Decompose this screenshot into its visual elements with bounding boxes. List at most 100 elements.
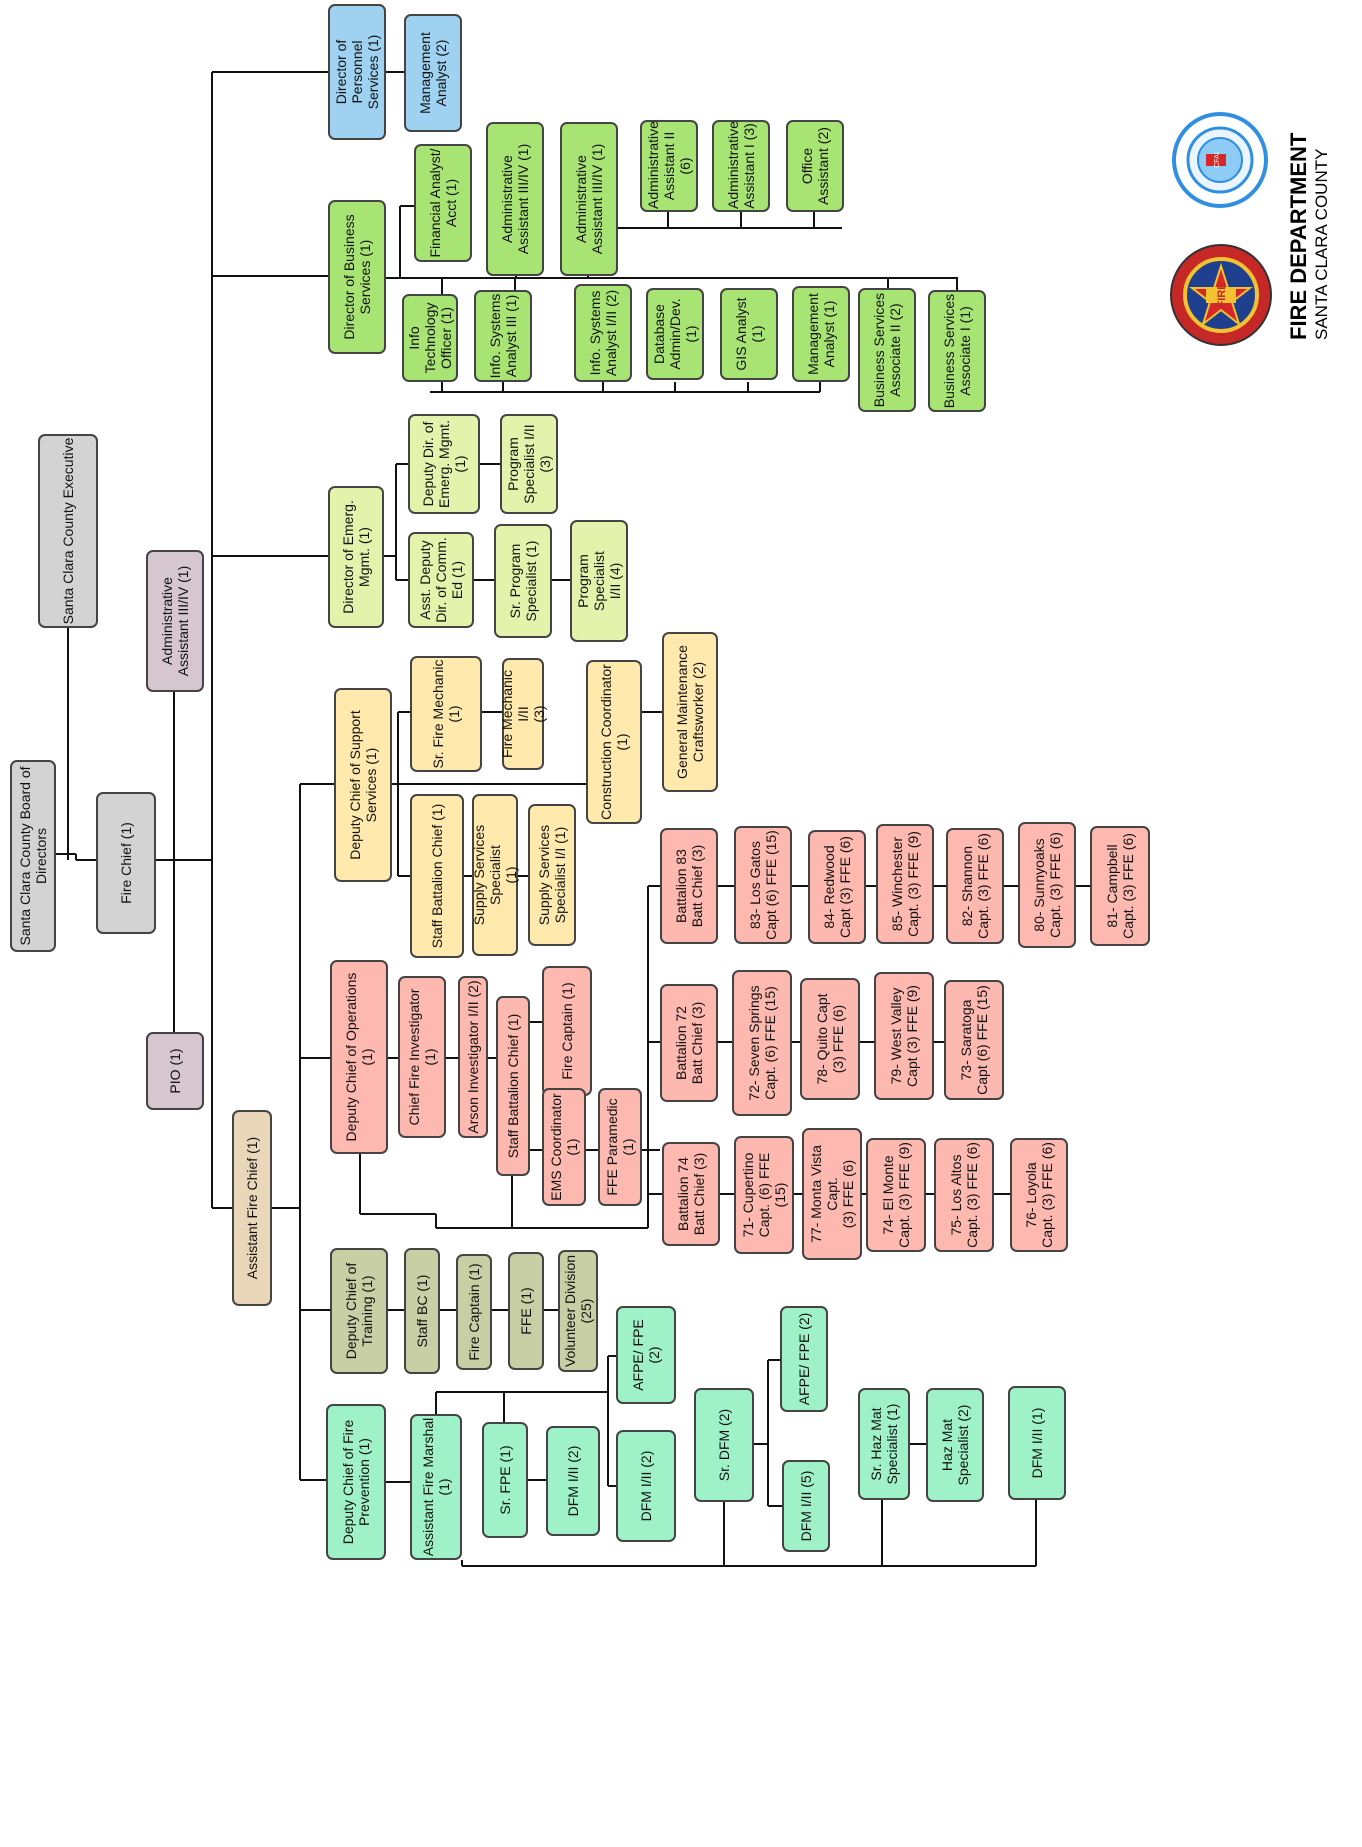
org-box-fcap: Fire Captain (1) xyxy=(542,966,592,1096)
org-box-label: PIO (1) xyxy=(167,1048,183,1094)
page-title: FIRE DEPARTMENT xyxy=(1286,132,1311,340)
org-box-afpe2: AFPE/ FPE (2) xyxy=(780,1306,828,1412)
org-box-label: 79- West Valley Capt (3) FFE (9) xyxy=(888,985,920,1087)
org-box-label: Info Technology Officer (1) xyxy=(406,302,454,374)
org-box-dfm1: DFM I/II (1) xyxy=(1008,1386,1066,1500)
org-box-s84: 84- Redwood Capt (3) FFE (6) xyxy=(808,830,866,944)
org-box-bsa2: Business Services Associate II (2) xyxy=(858,288,916,412)
org-box-label: DFM I/II (2) xyxy=(638,1450,654,1522)
org-box-ems: EMS Coordinator (1) xyxy=(542,1088,586,1206)
org-box-srps: Sr. Program Specialist (1) xyxy=(494,524,552,638)
org-box-label: 71- Cupertino Capt. (6) FFE (15) xyxy=(740,1152,788,1238)
org-box-label: Fire Captain (1) xyxy=(559,982,575,1080)
org-box-label: 74- El Monte Capt. (3) FFE (9) xyxy=(880,1142,912,1248)
org-box-label: Database Admin/Dev. (1) xyxy=(651,298,699,370)
org-box-label: DFM I/II (5) xyxy=(798,1470,814,1542)
org-box-label: 73- Saratoga Capt (6) FFE (15) xyxy=(958,985,990,1095)
org-box-dfm12a: DFM I/II (2) xyxy=(546,1426,600,1536)
org-box-label: Administrative Assistant II (6) xyxy=(645,121,693,209)
org-box-label: Deputy Chief of Fire Prevention (1) xyxy=(340,1419,372,1545)
org-box-s85: 85- Winchester Capt. (3) FFE (9) xyxy=(876,824,934,944)
org-box-label: Fire Captain (1) xyxy=(466,1263,482,1361)
org-box-sbc-t: Staff BC (1) xyxy=(404,1248,440,1374)
org-box-cc: Construction Coordinator (1) xyxy=(586,660,642,824)
org-box-label: 82- Shannon Capt. (3) FFE (6) xyxy=(959,833,991,939)
org-box-chief: Fire Chief (1) xyxy=(96,792,156,934)
org-box-dfm12b: DFM I/II (2) xyxy=(616,1430,676,1542)
org-box-ma-b: Management Analyst (1) xyxy=(792,286,850,382)
org-box-isa12: Info. Systems Analyst I/II (2) xyxy=(574,284,632,382)
logos: CFAI FIRE xyxy=(1160,100,1360,400)
org-box-srfm: Sr. Fire Mechanic (1) xyxy=(410,656,482,772)
org-box-label: General Maintenance Craftsworker (2) xyxy=(674,645,706,779)
org-box-label: Director of Business Services (1) xyxy=(341,214,373,340)
org-box-b83: Battalion 83 Batt Chief (3) xyxy=(660,828,718,944)
org-box-fcap-t: Fire Captain (1) xyxy=(456,1254,492,1370)
org-box-b72: Battalion 72 Batt Chief (3) xyxy=(660,984,718,1102)
org-box-dbs: Director of Business Services (1) xyxy=(328,200,386,354)
org-box-label: Construction Coordinator (1) xyxy=(598,664,630,820)
org-box-fm: Fire Mechanic I/II (3) xyxy=(499,658,547,770)
org-box-s75: 75- Los Altos Capt. (3) FFE (6) xyxy=(934,1138,994,1252)
org-box-label: Director of Emerg. Mgmt. (1) xyxy=(340,500,372,614)
org-box-aa2: Administrative Assistant II (6) xyxy=(640,120,698,212)
org-box-oa: Office Assistant (2) xyxy=(786,120,844,212)
org-box-srdfm: Sr. DFM (2) xyxy=(694,1388,754,1502)
org-box-label: Sr. Haz Mat Specialist (1) xyxy=(868,1403,900,1485)
seal-center-text: FIRE xyxy=(1216,282,1228,307)
org-box-s77: 77- Monta Vista Capt. (3) FFE (6) xyxy=(802,1128,862,1260)
org-box-label: Sr. DFM (2) xyxy=(716,1408,732,1482)
org-box-isa3: Info. Systems Analyst III (1) xyxy=(474,290,532,382)
org-box-dfm5: DFM I/II (5) xyxy=(782,1460,830,1552)
org-box-pio: PIO (1) xyxy=(146,1032,204,1110)
org-box-label: FFE (1) xyxy=(518,1287,534,1335)
org-box-ffe-t: FFE (1) xyxy=(508,1252,544,1370)
org-box-afc: Assistant Fire Chief (1) xyxy=(232,1110,272,1306)
org-box-dct: Deputy Chief of Training (1) xyxy=(330,1248,388,1374)
org-box-label: Battalion 72 Batt Chief (3) xyxy=(673,1001,705,1085)
org-box-label: DFM I/II (2) xyxy=(565,1445,581,1517)
org-box-cfi: Chief Fire Investigator (1) xyxy=(398,976,446,1138)
org-box-exec: Santa Clara County Executive xyxy=(38,434,98,628)
org-box-ps13: Program Specialist I/II (3) xyxy=(500,414,558,514)
org-box-label: Financial Analyst/ Acct (1) xyxy=(427,148,459,258)
org-box-label: 78- Quito Capt (3) FFE (6) xyxy=(814,993,846,1085)
org-box-label: GIS Analyst (1) xyxy=(733,297,765,371)
org-box-s83: 83- Los Gatos Capt (6) FFE (15) xyxy=(734,826,792,944)
org-box-label: 83- Los Gatos Capt (6) FFE (15) xyxy=(747,830,779,940)
org-box-aa1: Administrative Assistant I (3) xyxy=(712,120,770,212)
org-box-label: Santa Clara County Executive xyxy=(60,437,76,625)
org-box-s71: 71- Cupertino Capt. (6) FFE (15) xyxy=(734,1136,794,1254)
org-box-fa: Financial Analyst/ Acct (1) xyxy=(414,144,472,262)
org-box-addce: Asst. Deputy Dir. of Comm. Ed (1) xyxy=(408,532,474,628)
org-box-label: Program Specialist I/II (3) xyxy=(505,424,553,504)
org-box-s78: 78- Quito Capt (3) FFE (6) xyxy=(800,978,860,1100)
org-box-label: Director of Personnel Services (1) xyxy=(333,34,381,110)
org-box-ma-p: Management Analyst (2) xyxy=(404,14,462,132)
org-box-label: 77- Monta Vista Capt. (3) FFE (6) xyxy=(808,1145,856,1243)
org-box-label: Deputy Dir. of Emerg. Mgmt. (1) xyxy=(420,420,468,508)
org-box-label: Info. Systems Analyst III (1) xyxy=(487,293,519,379)
org-box-s82: 82- Shannon Capt. (3) FFE (6) xyxy=(946,828,1004,944)
org-box-ssi: Supply Services Specialist I/I (1) xyxy=(528,804,576,946)
org-box-s76: 76- Loyola Capt. (3) FFE (6) xyxy=(1010,1138,1068,1252)
org-box-aa-chief: Administrative Assistant III/IV (1) xyxy=(146,550,204,692)
org-box-aa3a: Administrative Assistant III/IV (1) xyxy=(486,122,544,276)
org-box-label: Info. Systems Analyst I/II (2) xyxy=(587,289,619,377)
org-box-dcfp: Deputy Chief of Fire Prevention (1) xyxy=(326,1404,386,1560)
org-box-label: EMS Coordinator (1) xyxy=(548,1093,580,1201)
org-box-label: Business Services Associate I (1) xyxy=(941,293,973,409)
org-box-bsa1: Business Services Associate I (1) xyxy=(928,290,986,412)
org-box-aa3b: Administrative Assistant III/IV (1) xyxy=(560,122,618,276)
org-box-label: Administrative Assistant III/IV (1) xyxy=(499,143,531,255)
org-box-board: Santa Clara County Board of Directors xyxy=(10,760,56,952)
cfai-center-text: CFAI xyxy=(1214,152,1221,168)
org-box-label: Fire Mechanic I/II (3) xyxy=(499,670,547,758)
org-box-vd: Volunteer Division (25) xyxy=(558,1250,598,1372)
org-box-afpe1: AFPE/ FPE (2) xyxy=(616,1306,676,1404)
county-fire-seal-icon: FIRE xyxy=(1170,244,1272,346)
org-box-dcss: Deputy Chief of Support Services (1) xyxy=(334,688,392,882)
org-box-sbc-s: Staff Battalion Chief (1) xyxy=(410,794,464,958)
org-box-label: Chief Fire Investigator (1) xyxy=(406,988,438,1126)
